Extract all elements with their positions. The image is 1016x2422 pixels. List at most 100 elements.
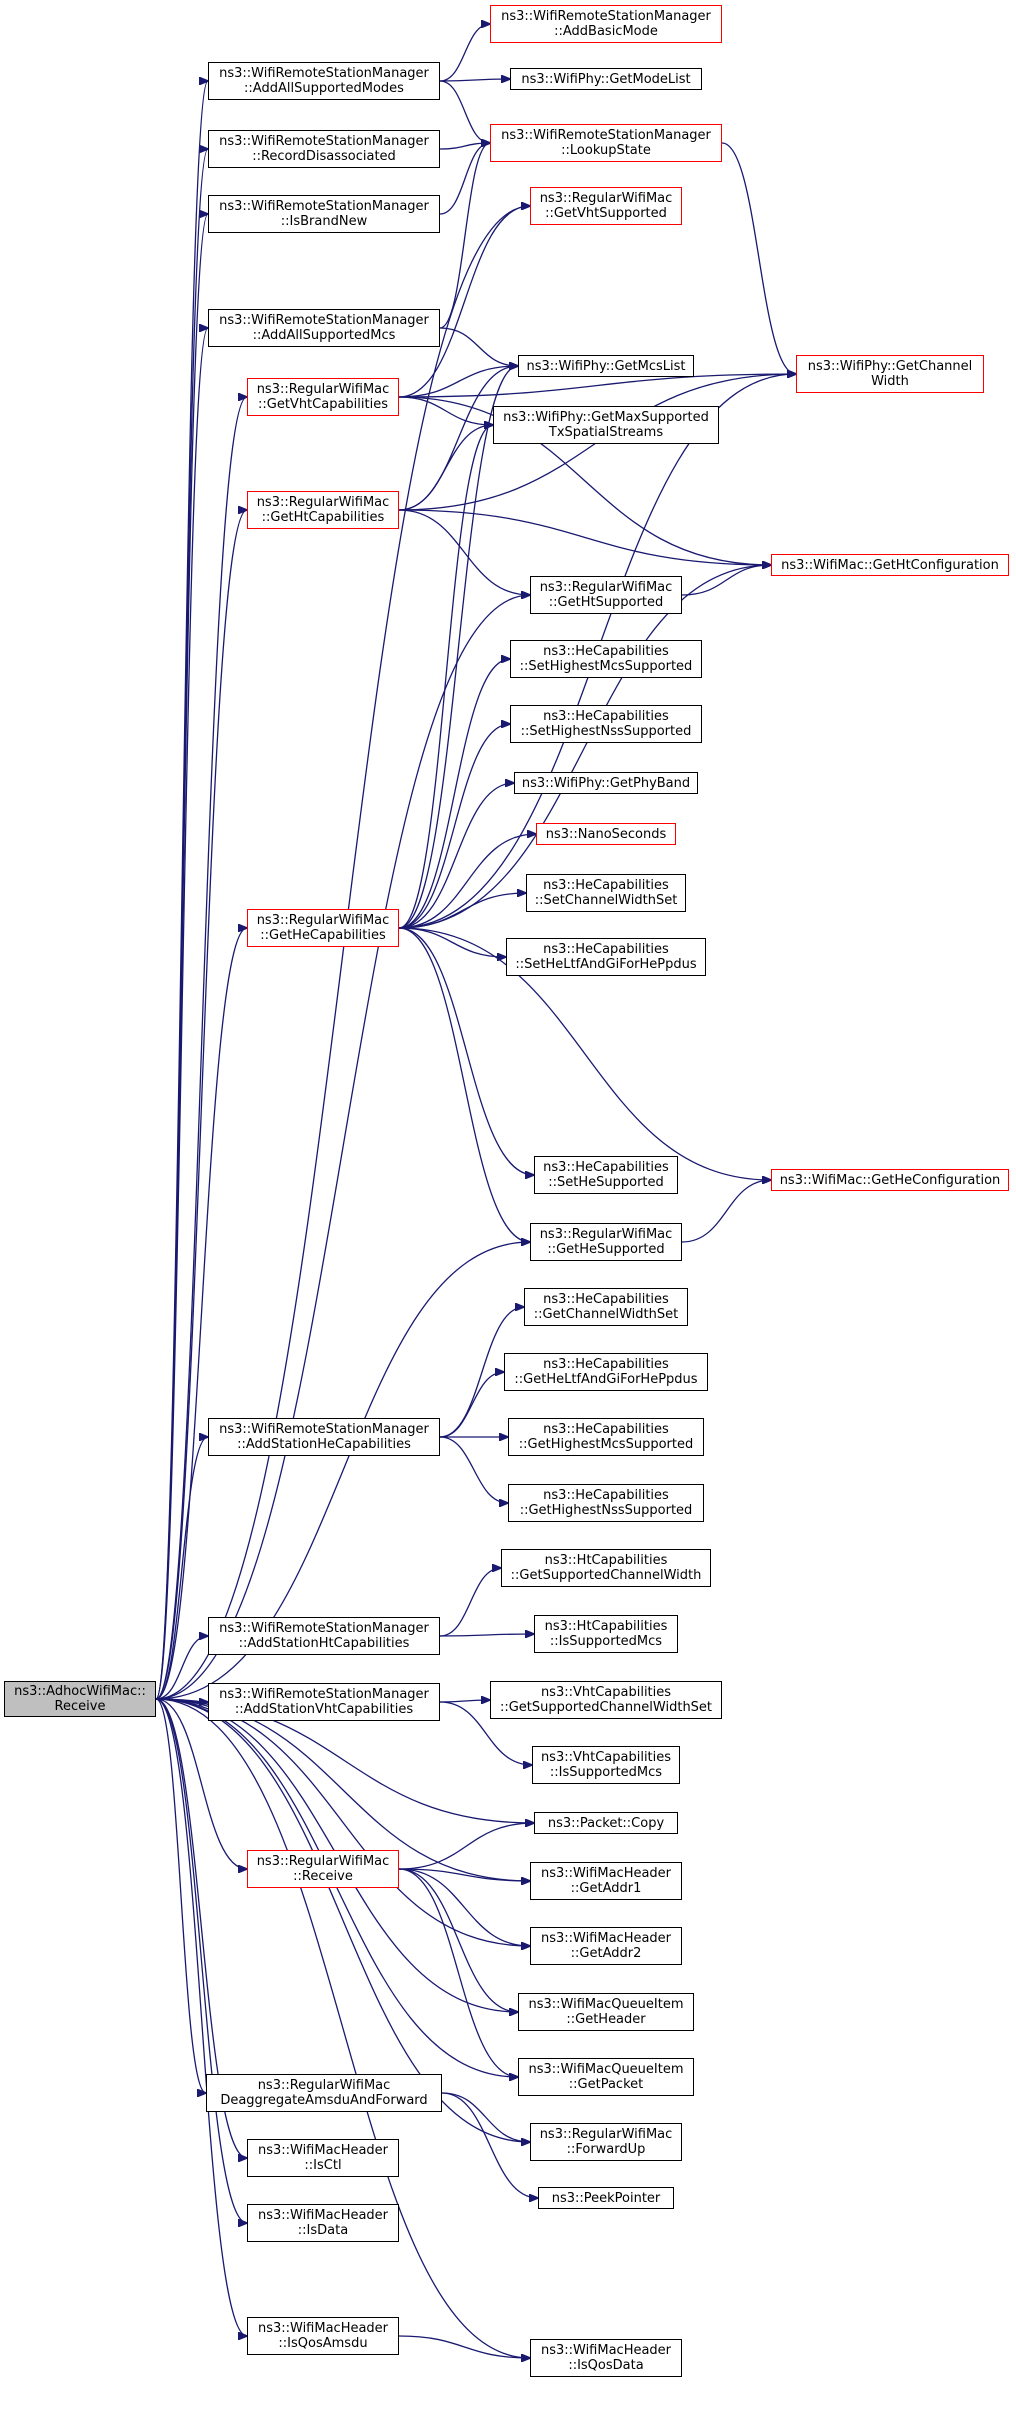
node-lookup-state[interactable]: ns3::WifiRemoteStationManager ::LookupSt… (490, 124, 722, 162)
node-is-data[interactable]: ns3::WifiMacHeader ::IsData (247, 2204, 399, 2242)
node-line: ns3::WifiRemoteStationManager (219, 134, 429, 149)
node-line: DeaggregateAmsduAndForward (220, 2093, 428, 2108)
node-set-channel-width-set[interactable]: ns3::HeCapabilities ::SetChannelWidthSet (526, 874, 686, 912)
call-edge (398, 1868, 518, 2012)
node-line: ns3::NanoSeconds (545, 826, 667, 842)
node-vht-is-supported-mcs[interactable]: ns3::VhtCapabilities ::IsSupportedMcs (532, 1746, 680, 1784)
node-line: ::AddStationHeCapabilities (237, 1437, 411, 1452)
node-line: ::IsQosAmsdu (278, 2336, 368, 2351)
node-get-channel-width[interactable]: ns3::WifiPhy::GetChannel Width (796, 355, 984, 393)
node-adhoc-receive[interactable]: ns3::AdhocWifiMac:: Receive (4, 1681, 156, 1717)
node-get-highest-nss-supported[interactable]: ns3::HeCapabilities ::GetHighestNssSuppo… (508, 1484, 704, 1522)
node-is-ctl[interactable]: ns3::WifiMacHeader ::IsCtl (247, 2139, 399, 2177)
node-nano-seconds[interactable]: ns3::NanoSeconds (536, 823, 676, 845)
call-edge (439, 327, 518, 366)
node-add-station-vht-capabilities[interactable]: ns3::WifiRemoteStationManager ::AddStati… (208, 1683, 440, 1721)
node-line: ns3::HeCapabilities (543, 709, 669, 724)
node-line: ns3::HeCapabilities (543, 644, 669, 659)
node-line: ::GetHighestMcsSupported (518, 1437, 694, 1452)
node-line: Width (871, 374, 909, 389)
node-record-disassociated[interactable]: ns3::WifiRemoteStationManager ::RecordDi… (208, 130, 440, 168)
node-line: ns3::RegularWifiMac (257, 2078, 391, 2093)
call-edge (398, 1868, 530, 1946)
call-edge (155, 1698, 530, 2358)
node-forward-up[interactable]: ns3::RegularWifiMac ::ForwardUp (530, 2123, 682, 2161)
node-add-all-supported-modes[interactable]: ns3::WifiRemoteStationManager ::AddAllSu… (208, 62, 440, 100)
call-edge (398, 927, 771, 1180)
node-is-qos-data[interactable]: ns3::WifiMacHeader ::IsQosData (530, 2339, 682, 2377)
node-line: ::IsBrandNew (280, 214, 368, 229)
node-get-he-capabilities[interactable]: ns3::RegularWifiMac ::GetHeCapabilities (247, 909, 399, 947)
node-get-ht-configuration[interactable]: ns3::WifiMac::GetHtConfiguration (771, 554, 1009, 576)
node-line: ns3::WifiMacHeader (257, 2143, 389, 2158)
node-get-highest-mcs-supported[interactable]: ns3::HeCapabilities ::GetHighestMcsSuppo… (508, 1418, 704, 1456)
node-add-basic-mode[interactable]: ns3::WifiRemoteStationManager ::AddBasic… (490, 5, 722, 43)
node-get-addr1[interactable]: ns3::WifiMacHeader ::GetAddr1 (530, 1862, 682, 1900)
call-edge (439, 143, 490, 215)
node-get-mode-list[interactable]: ns3::WifiPhy::GetModeList (510, 68, 702, 90)
call-edge (721, 142, 796, 374)
node-line: ns3::HeCapabilities (543, 1160, 669, 1175)
node-deaggregate-amsdu-and-forward[interactable]: ns3::RegularWifiMac DeaggregateAmsduAndF… (206, 2074, 442, 2112)
node-get-mcs-list[interactable]: ns3::WifiPhy::GetMcsList (518, 355, 694, 377)
call-edge (155, 328, 208, 1700)
node-line: ns3::WifiPhy::GetMaxSupported (503, 410, 709, 425)
node-get-vht-capabilities[interactable]: ns3::RegularWifiMac ::GetVhtCapabilities (247, 378, 399, 416)
node-add-station-ht-capabilities[interactable]: ns3::WifiRemoteStationManager ::AddStati… (208, 1617, 440, 1655)
call-edge (398, 834, 536, 929)
node-is-brand-new[interactable]: ns3::WifiRemoteStationManager ::IsBrandN… (208, 195, 440, 233)
node-line: ns3::WifiRemoteStationManager (219, 199, 429, 214)
call-edge (398, 509, 771, 565)
node-line: ns3::WifiRemoteStationManager (219, 1621, 429, 1636)
node-get-vht-supported[interactable]: ns3::RegularWifiMac ::GetVhtSupported (530, 187, 682, 225)
node-line: ::ForwardUp (566, 2142, 646, 2157)
node-line: ns3::WifiMacHeader (257, 2321, 389, 2336)
call-edge (155, 1698, 247, 2158)
node-get-max-supported-tx-spatial-streams[interactable]: ns3::WifiPhy::GetMaxSupported TxSpatialS… (493, 406, 719, 444)
node-is-qos-amsdu[interactable]: ns3::WifiMacHeader ::IsQosAmsdu (247, 2317, 399, 2355)
node-line: ::SetHeLtfAndGiForHePpdus (515, 957, 697, 972)
node-get-he-ltf-and-gi-for-he-ppdus[interactable]: ns3::HeCapabilities ::GetHeLtfAndGiForHe… (504, 1353, 708, 1391)
node-peek-pointer[interactable]: ns3::PeekPointer (538, 2187, 674, 2209)
node-set-highest-mcs-supported[interactable]: ns3::HeCapabilities ::SetHighestMcsSuppo… (510, 640, 702, 678)
call-edge (439, 1372, 504, 1438)
node-vht-get-supported-channel-width-set[interactable]: ns3::VhtCapabilities ::GetSupportedChann… (490, 1681, 722, 1719)
node-line: ns3::WifiMac::GetHtConfiguration (781, 557, 999, 573)
node-ht-get-supported-channel-width[interactable]: ns3::HtCapabilities ::GetSupportedChanne… (501, 1549, 711, 1587)
node-regular-receive[interactable]: ns3::RegularWifiMac ::Receive (247, 1850, 399, 1888)
node-line: ns3::HeCapabilities (543, 1357, 669, 1372)
node-line: ns3::HtCapabilities (544, 1553, 668, 1568)
node-get-packet[interactable]: ns3::WifiMacQueueItem ::GetPacket (518, 2058, 694, 2096)
node-packet-copy[interactable]: ns3::Packet::Copy (534, 1812, 678, 1834)
call-edge (155, 1698, 247, 2223)
node-line: ns3::Packet::Copy (547, 1815, 665, 1831)
node-add-all-supported-mcs[interactable]: ns3::WifiRemoteStationManager ::AddAllSu… (208, 309, 440, 347)
node-set-he-supported[interactable]: ns3::HeCapabilities ::SetHeSupported (534, 1156, 678, 1194)
node-get-ht-supported[interactable]: ns3::RegularWifiMac ::GetHtSupported (530, 576, 682, 614)
node-get-header[interactable]: ns3::WifiMacQueueItem ::GetHeader (518, 1993, 694, 2031)
node-line: ns3::WifiRemoteStationManager (219, 1687, 429, 1702)
node-get-he-configuration[interactable]: ns3::WifiMac::GetHeConfiguration (771, 1169, 1009, 1191)
node-get-he-supported[interactable]: ns3::RegularWifiMac ::GetHeSupported (530, 1223, 682, 1261)
node-line: ::GetChannelWidthSet (533, 1307, 679, 1322)
node-line: ns3::WifiPhy::GetPhyBand (521, 775, 691, 791)
node-line: ::IsCtl (304, 2158, 342, 2173)
node-line: ns3::HeCapabilities (543, 1488, 669, 1503)
node-line: ns3::HeCapabilities (543, 878, 669, 893)
node-line: ns3::RegularWifiMac (539, 191, 673, 206)
node-line: ::GetHeCapabilities (260, 928, 386, 943)
node-add-station-he-capabilities[interactable]: ns3::WifiRemoteStationManager ::AddStati… (208, 1418, 440, 1456)
call-edge (398, 659, 510, 929)
node-get-channel-width-set[interactable]: ns3::HeCapabilities ::GetChannelWidthSet (524, 1288, 688, 1326)
node-get-ht-capabilities[interactable]: ns3::RegularWifiMac ::GetHtCapabilities (247, 491, 399, 529)
node-get-phy-band[interactable]: ns3::WifiPhy::GetPhyBand (514, 772, 698, 794)
call-edge (441, 2092, 530, 2142)
node-line: ns3::WifiMacHeader (257, 2208, 389, 2223)
call-edge (681, 1180, 771, 1243)
node-line: ns3::WifiRemoteStationManager (501, 128, 711, 143)
node-set-he-ltf-and-gi-for-he-ppdus[interactable]: ns3::HeCapabilities ::SetHeLtfAndGiForHe… (506, 938, 706, 976)
node-get-addr2[interactable]: ns3::WifiMacHeader ::GetAddr2 (530, 1927, 682, 1965)
node-set-highest-nss-supported[interactable]: ns3::HeCapabilities ::SetHighestNssSuppo… (510, 705, 702, 743)
call-edge (155, 214, 208, 1700)
node-ht-is-supported-mcs[interactable]: ns3::HtCapabilities ::IsSupportedMcs (534, 1615, 678, 1653)
